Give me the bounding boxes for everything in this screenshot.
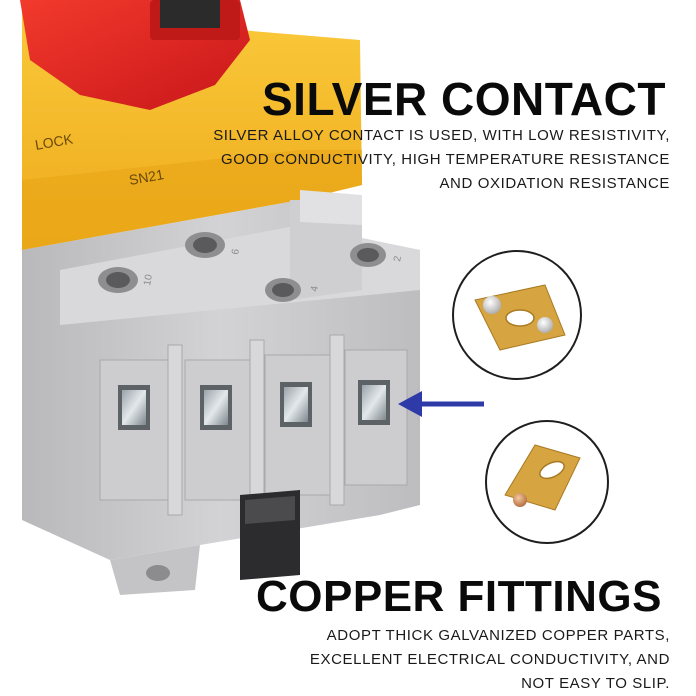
- terminal-screws: [98, 232, 386, 302]
- silver-contact-heading: SILVER CONTACT: [262, 73, 666, 125]
- copper-fitting-detail-circle: [485, 420, 609, 544]
- lock-label: LOCK: [34, 130, 75, 152]
- description-line: ADOPT THICK GALVANIZED COPPER PARTS,: [326, 627, 670, 644]
- terminal-number: 2: [392, 255, 404, 263]
- silver-contact-description: SILVER ALLOY CONTACT IS USED, WITH LOW R…: [150, 124, 670, 196]
- description-line: EXCELLENT ELECTRICAL CONDUCTIVITY, AND: [309, 651, 670, 668]
- metal-terminals: [118, 380, 390, 430]
- description-line: GOOD CONDUCTIVITY, HIGH TEMPERATURE RESI…: [220, 151, 670, 168]
- description-line: AND OXIDATION RESISTANCE: [439, 175, 670, 192]
- copper-fittings-heading: COPPER FITTINGS: [256, 572, 662, 621]
- description-line: NOT EASY TO SLIP.: [521, 675, 670, 692]
- pointer-arrow: [398, 391, 484, 417]
- model-label: SN21: [128, 166, 165, 188]
- description-line: SILVER ALLOY CONTACT IS USED, WITH LOW R…: [213, 127, 670, 144]
- terminal-number: 10: [142, 273, 155, 286]
- terminal-number: 6: [230, 248, 242, 256]
- copper-fittings-description: ADOPT THICK GALVANIZED COPPER PARTS, EXC…: [210, 624, 670, 696]
- silver-contact-detail-circle: [452, 250, 582, 380]
- terminal-number: 4: [309, 285, 321, 293]
